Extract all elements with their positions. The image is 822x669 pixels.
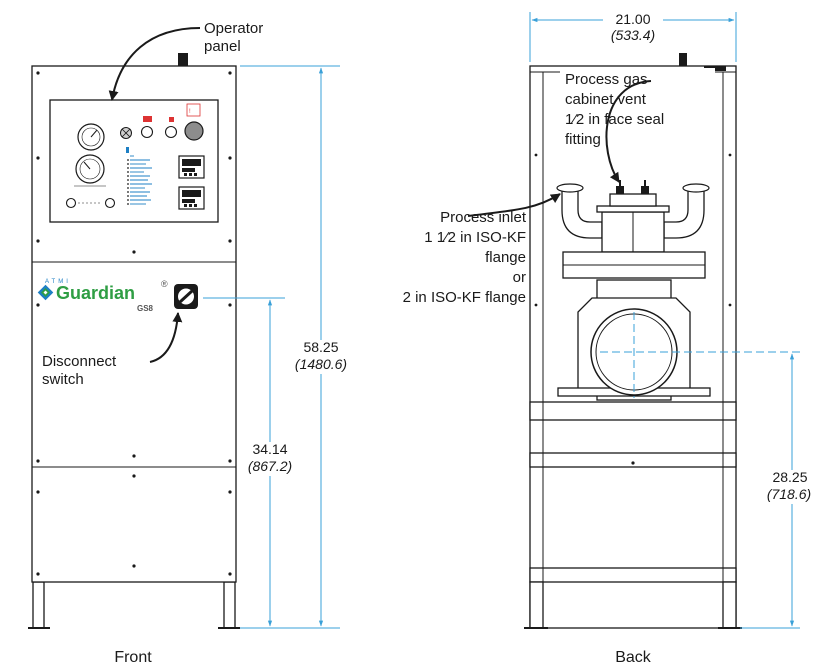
- front-switch-height-in: 34.14: [252, 441, 287, 457]
- brand-model: GS8: [137, 304, 154, 313]
- brand-name: Guardian: [56, 283, 135, 303]
- process-inlet-piping: [556, 183, 710, 253]
- selector-switch-left: [140, 125, 154, 139]
- back-crossmember-upper: [529, 401, 737, 421]
- disconnect-switch-label-line1: Disconnect: [42, 353, 117, 370]
- valve-knob-left: [65, 197, 77, 209]
- back-view-title: Back: [615, 649, 652, 666]
- temperature-controller-lower: [178, 186, 205, 210]
- front-dimensions: 58.25 (1480.6) 34.14 (867.2): [203, 65, 354, 629]
- disconnect-switch: [174, 284, 198, 309]
- inlet-label-line1: Process inlet: [440, 209, 527, 226]
- selector-switch-right: [164, 125, 178, 139]
- temperature-controller-upper: [178, 155, 205, 179]
- front-right-leg: [223, 581, 236, 629]
- disconnect-switch-label-line2: switch: [42, 371, 84, 388]
- back-inlet-height-in: 28.25: [772, 469, 807, 485]
- back-view: [524, 53, 742, 629]
- vent-label-line2: cabinet vent: [565, 91, 647, 108]
- back-inlet-height-mm: (718.6): [767, 486, 811, 502]
- warning-indicator: [143, 116, 152, 122]
- operator-panel-label-line1: Operator: [204, 20, 263, 37]
- emergency-stop-button: [184, 121, 204, 141]
- front-view-title: Front: [114, 649, 152, 666]
- svg-text:!: !: [189, 109, 191, 115]
- instruction-label-dots: [127, 159, 129, 205]
- front-height-mm: (1480.6): [295, 356, 347, 372]
- front-height-in: 58.25: [303, 339, 338, 355]
- back-crossmember-middle: [529, 452, 737, 468]
- brand-maker: ATMI: [45, 279, 71, 285]
- instruction-label-lines: [130, 155, 152, 205]
- back-width-mm: (533.4): [611, 27, 655, 43]
- inlet-label-line3: flange: [485, 249, 526, 266]
- vent-label-line1: Process gas: [565, 71, 648, 88]
- back-dimensions: 21.00 (533.4) 28.25 (718.6): [529, 10, 821, 629]
- back-top-fitting: [679, 53, 687, 67]
- inlet-label-line4: or: [513, 269, 526, 286]
- front-panel-screws: [36, 71, 232, 576]
- operator-panel: !: [49, 99, 219, 223]
- front-view: !: [28, 53, 240, 629]
- inlet-label-line2: 1 1⁄2 in ISO-KF: [424, 229, 526, 246]
- vent-label-line4: fitting: [565, 131, 601, 148]
- valve-knob-right: [104, 197, 116, 209]
- brand-registered: ®: [161, 279, 168, 289]
- alarm-label: [186, 103, 201, 117]
- back-right-leg: [722, 581, 737, 629]
- back-left-leg: [529, 581, 544, 629]
- operator-panel-callout: Operator panel: [108, 20, 263, 101]
- inlet-label-line5: 2 in ISO-KF flange: [403, 289, 526, 306]
- process-gas-vent-callout: Process gas cabinet vent 1⁄2 in face sea…: [560, 68, 715, 183]
- vent-label-line3: 1⁄2 in face seal: [565, 111, 664, 128]
- process-inlet-callout: Process inlet 1 1⁄2 in ISO-KF flange or …: [403, 176, 561, 316]
- front-left-leg: [32, 581, 45, 629]
- disconnect-switch-callout: Disconnect switch: [42, 312, 183, 388]
- operator-panel-label-line2: panel: [204, 38, 241, 55]
- back-width-in: 21.00: [615, 11, 650, 27]
- vent-face-seal-fittings: [609, 180, 657, 207]
- back-crossmember-lower: [529, 567, 737, 583]
- front-top-fitting: [178, 53, 188, 67]
- back-frame-screws: [534, 153, 732, 465]
- front-switch-height-mm: (867.2): [248, 458, 292, 474]
